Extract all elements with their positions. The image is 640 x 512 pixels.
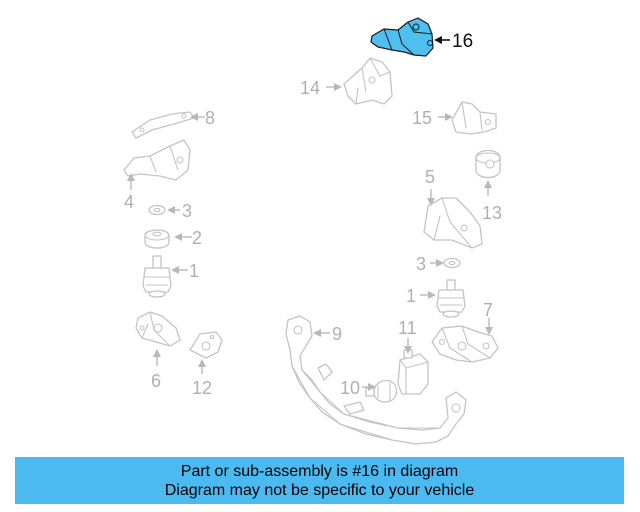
part-2 [144, 229, 170, 249]
part-5 [423, 197, 483, 249]
part-4 [123, 139, 191, 181]
part-11 [397, 349, 429, 395]
part-14 [343, 57, 393, 105]
part-16-highlighted[interactable] [370, 17, 434, 57]
part-10 [365, 379, 398, 403]
info-banner: Part or sub-assembly is #16 in diagram D… [15, 457, 624, 504]
callout-14: 14 [300, 78, 320, 98]
part-13 [475, 149, 501, 179]
callout-9: 9 [332, 324, 342, 344]
callout-16: 16 [452, 31, 473, 52]
callout-3-right: 3 [416, 254, 426, 274]
part-12 [189, 331, 223, 359]
banner-line-1: Part or sub-assembly is #16 in diagram [180, 462, 459, 480]
part-8 [131, 111, 195, 139]
part-3-right [443, 257, 461, 269]
part-7 [431, 325, 499, 363]
callout-12: 12 [192, 378, 212, 398]
part-6 [135, 311, 181, 347]
part-15 [451, 101, 497, 135]
callout-1-left: 1 [189, 261, 199, 281]
callout-2: 2 [192, 228, 202, 248]
callout-1-right: 1 [406, 286, 416, 306]
callout-6: 6 [151, 371, 161, 391]
callout-5: 5 [425, 167, 435, 187]
callout-10: 10 [340, 378, 360, 398]
part-1-left [142, 255, 172, 298]
callout-3-left: 3 [182, 201, 192, 221]
callout-4: 4 [124, 192, 134, 212]
callout-13: 13 [482, 203, 502, 223]
part-1-right [436, 279, 466, 318]
callout-7: 7 [483, 300, 493, 320]
callout-11: 11 [398, 318, 417, 338]
banner-line-2: Diagram may not be specific to your vehi… [164, 481, 475, 499]
callout-15: 15 [412, 108, 432, 128]
part-9-crossmember [285, 315, 467, 445]
part-3-left [148, 204, 166, 216]
callout-8: 8 [205, 108, 215, 128]
